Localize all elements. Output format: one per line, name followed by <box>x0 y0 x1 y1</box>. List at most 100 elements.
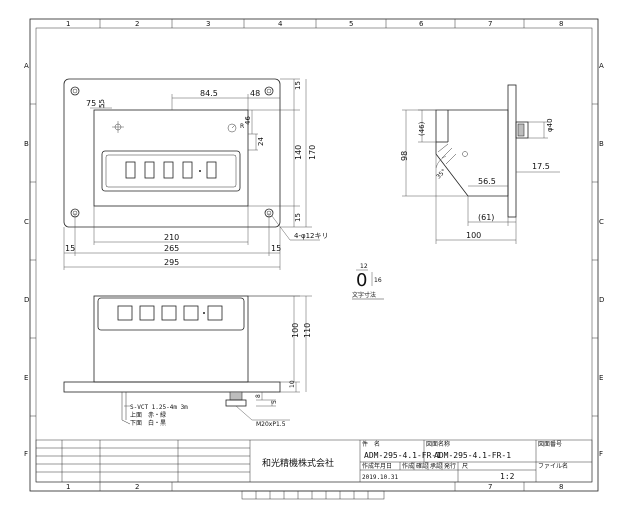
row-label: F <box>24 450 28 458</box>
dim-label: (46) <box>418 121 426 136</box>
dim-label: 100 <box>291 323 300 338</box>
dim-label: 46 <box>244 116 252 125</box>
dim-label: 56.5 <box>478 177 496 186</box>
display-window <box>105 154 237 188</box>
hatch-lines <box>437 143 457 165</box>
create-label: 作成 <box>402 462 414 470</box>
dim-label: 17.5 <box>532 162 550 171</box>
drawing-no-label: 図面番号 <box>538 441 562 448</box>
bottom-view: 100 110 10 8 5 S-VCT 1.25-4m 3m 上面 赤・緑 下… <box>63 295 312 428</box>
date-value: 2019.10.31 <box>362 474 399 481</box>
angle-label: 35° <box>435 168 447 180</box>
drawing-frame: 1 2 3 4 5 6 7 8 1 2 7 8 A B C D E F A B … <box>24 18 604 500</box>
reset-knob-icon <box>227 123 237 133</box>
dim-label: 15 <box>271 244 281 253</box>
mounting-hole-icon <box>70 86 80 96</box>
dim-label: 75 <box>86 99 96 108</box>
digit-cell <box>125 161 136 179</box>
dim-label: 98 <box>400 151 409 161</box>
row-label: A <box>24 62 29 70</box>
col-label: 3 <box>206 20 210 28</box>
digit-cell <box>163 161 174 179</box>
col-label: 2 <box>135 483 139 491</box>
col-label: 6 <box>419 20 424 28</box>
sample-caption: 文字寸法 <box>352 291 376 299</box>
row-label: C <box>599 218 604 226</box>
row-label: D <box>599 296 604 304</box>
side-screw-icon <box>462 151 468 157</box>
sample-height: 16 <box>374 277 382 284</box>
row-label: A <box>599 62 604 70</box>
dim-label: 100 <box>466 231 481 240</box>
dim-label: 5 <box>271 400 278 404</box>
dim-label: 140 <box>294 145 303 160</box>
digit-cell <box>206 161 217 179</box>
file-label: ファイル名 <box>538 462 568 470</box>
col-label: 2 <box>135 20 139 28</box>
row-label: B <box>24 140 29 148</box>
check-label: 確認 <box>416 462 428 470</box>
display-bezel <box>101 150 241 192</box>
row-label: C <box>24 218 29 226</box>
cable-lines <box>121 392 131 425</box>
dim-label: 24 <box>257 137 265 146</box>
cable-note-line2: 上面 赤・緑 <box>130 411 166 419</box>
sample-glyph: 0 <box>356 270 367 291</box>
text-size-sample: 0 12 16 文字寸法 <box>352 263 384 300</box>
name-value: ADM-295-4.1-FR-1 <box>364 451 441 460</box>
dim-label: 84.5 <box>200 89 218 98</box>
front-plate <box>63 78 281 228</box>
dim-label: 210 <box>164 233 179 242</box>
hole-note: 4-φ12キリ <box>294 232 329 240</box>
cable-note-line3: 下面 白・黒 <box>130 419 166 427</box>
digit-cell <box>144 161 155 179</box>
title-block: 件 名 ADM-295-4.1-FR-1 図面名称 ADM-295-4.1-FR… <box>35 439 593 483</box>
col-label: 4 <box>278 20 283 28</box>
bottom-grid-strip <box>241 490 385 500</box>
cable-note-line1: S-VCT 1.25-4m 3m <box>130 404 188 411</box>
digit-cell <box>182 161 193 179</box>
row-label: B <box>599 140 604 148</box>
drawing-name-label: 図面名称 <box>426 440 450 448</box>
issue-label: 発行 <box>444 462 456 470</box>
col-label: 7 <box>488 483 492 491</box>
scale-value: 1:2 <box>500 472 515 481</box>
approve-label: 承認 <box>430 462 442 470</box>
col-label: 1 <box>66 20 70 28</box>
dim-label: 55 <box>98 99 106 108</box>
col-label: 7 <box>488 20 492 28</box>
company-name: 和光精機株式会社 <box>262 457 334 469</box>
gland-note: M20xP1.5 <box>256 421 286 428</box>
col-label: 1 <box>66 483 70 491</box>
bottom-body <box>93 295 249 383</box>
sample-width: 12 <box>360 263 368 270</box>
dim-label: 170 <box>308 145 317 160</box>
bottom-digit-cells <box>117 305 223 321</box>
mounting-hole-icon <box>264 86 274 96</box>
side-flange <box>507 84 517 218</box>
knob-icon <box>515 121 529 139</box>
dim-label: 8 <box>255 394 262 398</box>
dim-label: φ40 <box>546 118 554 132</box>
digit-cells <box>125 161 217 179</box>
side-view: (46) 98 35° φ40 17.5 56.5 (61) 100 <box>400 84 560 244</box>
bottom-display-bezel <box>97 297 245 331</box>
dim-label: (61) <box>478 213 494 222</box>
outer-border <box>29 18 599 492</box>
dim-label: 15 <box>65 244 75 253</box>
reset-label: R <box>240 123 244 130</box>
row-label: F <box>599 450 603 458</box>
date-label: 作成年月日 <box>362 462 392 470</box>
row-label: E <box>599 374 603 382</box>
scale-label: 尺 <box>462 463 468 470</box>
decimal-point <box>199 170 201 172</box>
screw-hole-icon <box>112 121 124 133</box>
dim-label: 265 <box>164 244 179 253</box>
dim-label: 15 <box>294 213 302 222</box>
front-view: R <box>63 78 329 270</box>
dim-label: 48 <box>250 89 260 98</box>
col-label: 8 <box>559 483 563 491</box>
dim-label: 15 <box>294 81 302 90</box>
dim-label: 295 <box>164 258 179 267</box>
